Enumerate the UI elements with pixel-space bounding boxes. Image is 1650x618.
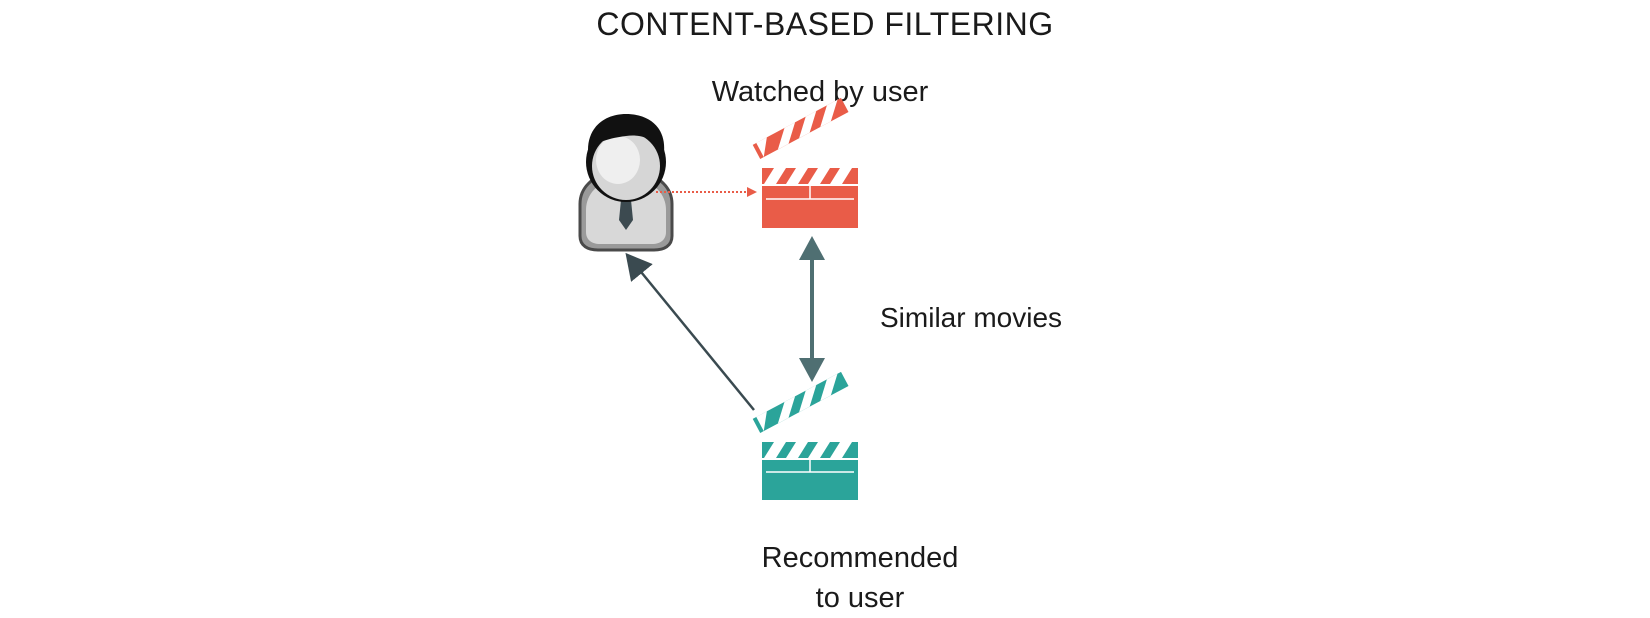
watched-movie-clapperboard-icon bbox=[752, 97, 858, 228]
diagram-title: CONTENT-BASED FILTERING bbox=[596, 6, 1054, 42]
recommended-line-1: Recommended bbox=[761, 542, 959, 574]
edge-recommended-to-user bbox=[625, 252, 755, 411]
recommended-movie-clapperboard-icon bbox=[752, 371, 858, 500]
similar-movies-label: Similar movies bbox=[880, 302, 1063, 333]
watched-by-user-label: Watched by user bbox=[711, 76, 929, 108]
user-avatar-icon bbox=[578, 114, 674, 252]
recommended-to-user-label: Recommended to user bbox=[700, 538, 1020, 618]
recommended-line-2: to user bbox=[815, 582, 905, 614]
